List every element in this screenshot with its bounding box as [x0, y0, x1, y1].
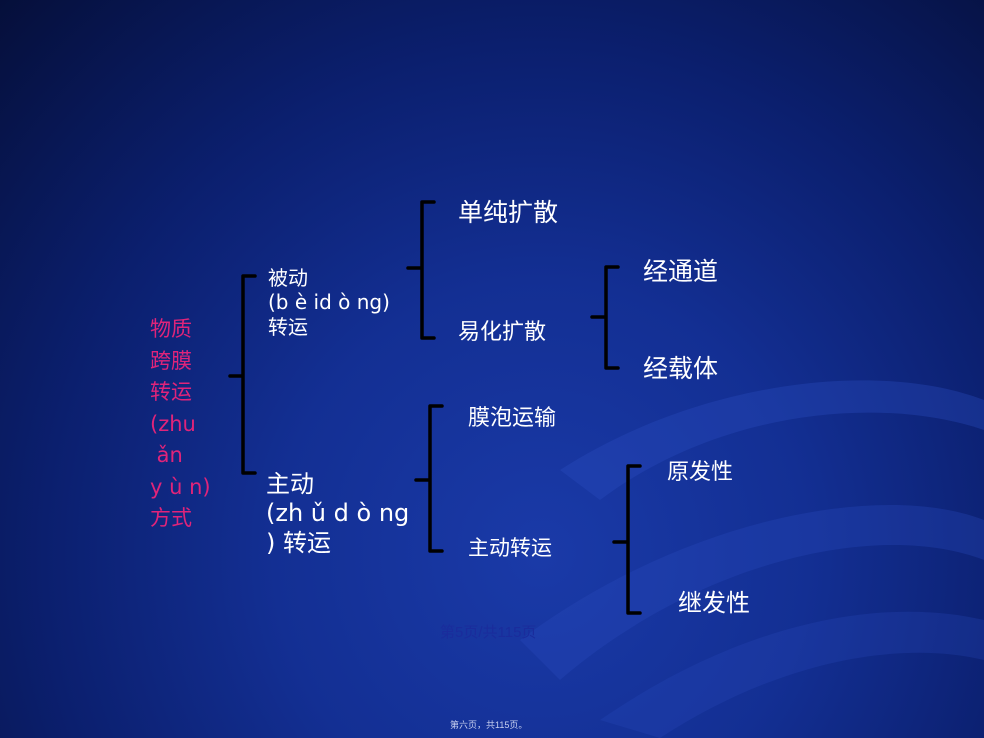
secondary-label: 继发性 — [678, 589, 750, 617]
via-carrier-label: 经载体 — [643, 354, 719, 383]
vesicular-transport-label: 膜泡运输 — [468, 406, 557, 431]
simple-diffusion-label: 单纯扩散 — [458, 198, 559, 227]
primary-label: 原发性 — [667, 460, 734, 485]
brace-active-transport — [612, 464, 642, 615]
passive-transport-label: 被动 (b è id ò ng) 转运 — [268, 266, 390, 339]
brace-facilitated — [590, 265, 620, 370]
brace-active — [414, 404, 444, 553]
via-channel-label: 经通道 — [643, 257, 719, 286]
page-number: 第5页/共115页 — [440, 624, 537, 641]
brace-root — [228, 274, 257, 475]
root-label: 物质 跨膜 转运 (zhu ǎn y ù n) 方式 — [150, 317, 211, 530]
active-transport-label: 主动转运 — [468, 536, 552, 560]
active-transport-group-label: 主动 (zh ǔ d ò ng ) 转运 — [266, 470, 410, 557]
footer-text: 第六页，共115页。 — [450, 720, 528, 730]
facilitated-diffusion-label: 易化扩散 — [458, 320, 547, 345]
brace-passive — [406, 200, 436, 340]
